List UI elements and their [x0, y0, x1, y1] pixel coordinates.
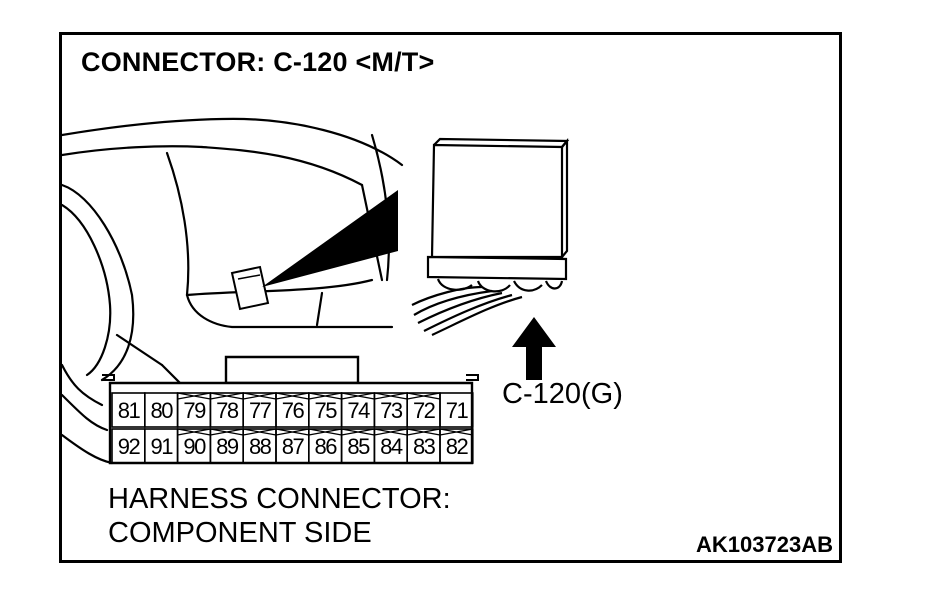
- unused-pin-mark: [210, 392, 244, 400]
- diagram-frame: CONNECTOR: C-120 <M/T> C-120(G) HARNESS …: [59, 32, 842, 563]
- figure-code: AK103723AB: [696, 532, 833, 557]
- connector-pin: 92: [117, 434, 141, 459]
- unused-pin-mark: [243, 428, 277, 436]
- unused-pin-mark: [341, 428, 375, 436]
- connector-pin-cell: [439, 428, 474, 464]
- connector-pin: 86: [314, 434, 338, 459]
- connector-pin: 83: [412, 434, 436, 459]
- connector-pin: 73: [380, 398, 403, 423]
- connector-pin: 87: [281, 434, 305, 459]
- connector-pin: 80: [150, 398, 174, 423]
- connector-pin: 84: [380, 434, 403, 459]
- connector-pin: 75: [314, 398, 338, 423]
- connector-pin: 85: [347, 434, 370, 459]
- harness-connector-housing: [102, 355, 479, 465]
- connector-pin: 82: [445, 434, 469, 459]
- unused-pin-mark: [243, 392, 277, 400]
- unused-pin-mark: [407, 428, 441, 436]
- unused-pin-mark: [407, 392, 441, 400]
- unused-pin-mark: [275, 428, 309, 436]
- unused-pin-mark: [374, 428, 408, 436]
- unused-pin-mark: [308, 392, 342, 400]
- connector-pin: 81: [117, 398, 141, 423]
- connector-pin: 72: [412, 398, 436, 423]
- unused-pin-mark: [177, 428, 211, 436]
- connector-pin-cell: [439, 392, 474, 428]
- connector-pin: 79: [183, 398, 206, 423]
- connector-location-illustration: [62, 117, 570, 465]
- connector-pin: 89: [216, 434, 239, 459]
- connector-pin: 91: [150, 434, 174, 459]
- caption-line-2: COMPONENT SIDE: [108, 517, 372, 549]
- arrow-up-icon: [512, 317, 556, 380]
- unused-pin-mark: [210, 428, 244, 436]
- connector-pin: 74: [347, 398, 370, 423]
- connector-pin: 71: [445, 398, 469, 423]
- unused-pin-mark: [177, 392, 211, 400]
- connector-label: C-120(G): [502, 378, 623, 410]
- caption-line-1: HARNESS CONNECTOR:: [108, 483, 451, 515]
- connector-pin: 88: [248, 434, 272, 459]
- unused-pin-mark: [275, 392, 309, 400]
- connector-pin: 77: [248, 398, 272, 423]
- connector-pin: 90: [183, 434, 206, 459]
- connector-pin: 78: [216, 398, 239, 423]
- ecu-module-illustration: [411, 137, 570, 336]
- unused-pin-mark: [439, 428, 473, 436]
- unused-pin-mark: [374, 392, 408, 400]
- connector-pin: 76: [281, 398, 305, 423]
- unused-pin-mark: [308, 428, 342, 436]
- page-title: CONNECTOR: C-120 <M/T>: [81, 47, 435, 77]
- connector-location-marker: [230, 190, 398, 311]
- unused-pin-mark: [341, 392, 375, 400]
